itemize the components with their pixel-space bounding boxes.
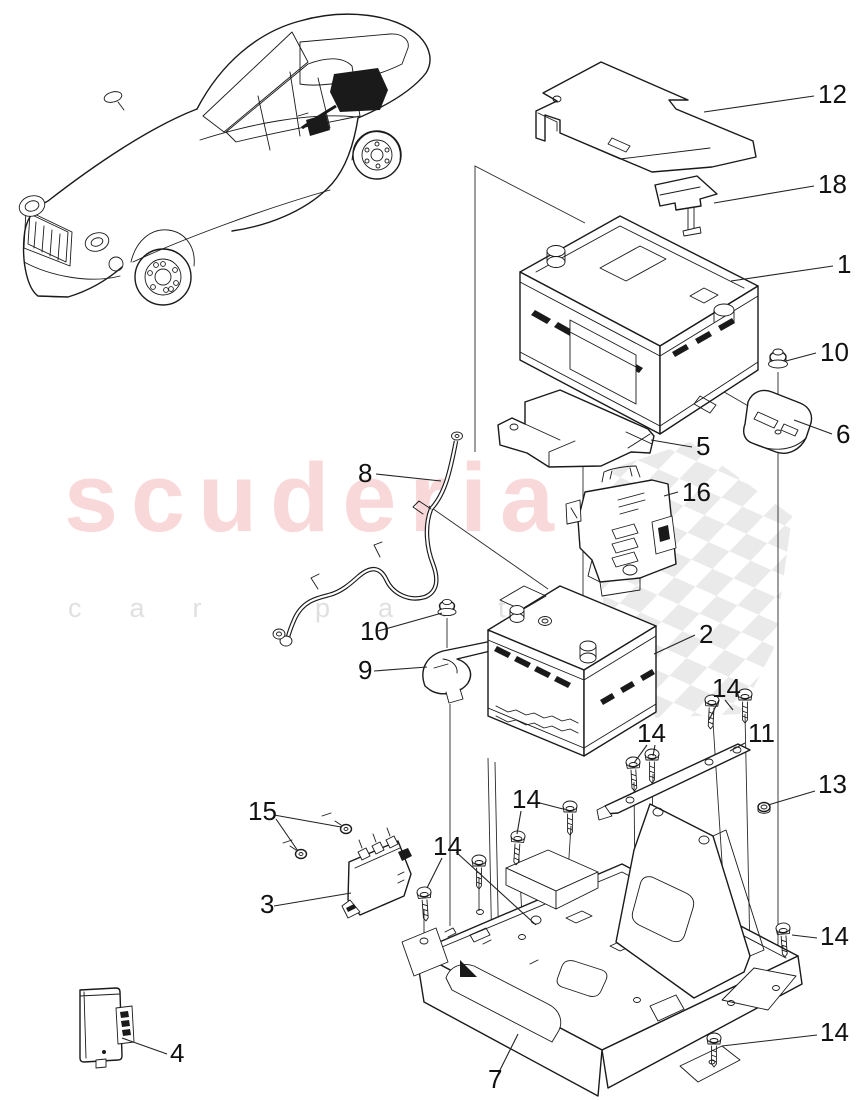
- part-1-battery: [519, 215, 759, 435]
- leader-line-14: [708, 699, 720, 721]
- leader-line-3: [273, 892, 352, 907]
- callout-label-4: 4: [170, 1038, 184, 1068]
- callout-label-5: 5: [696, 431, 710, 461]
- leader-line-15: [273, 814, 342, 828]
- leader-line-6: [793, 419, 833, 435]
- leader-line-8: [375, 473, 442, 482]
- part-7-battery-tray: [401, 803, 803, 1097]
- bolt-10-middle: [437, 598, 457, 617]
- part-3-control-module: [341, 827, 412, 919]
- leader-line-14: [721, 1034, 818, 1047]
- screws-14: [416, 688, 791, 1068]
- callout-label-2: 2: [699, 619, 713, 649]
- callout-label-16: 16: [682, 477, 711, 507]
- callout-label-10: 10: [820, 337, 849, 367]
- leader-line-10: [785, 352, 817, 362]
- leader-line-11: [729, 742, 746, 752]
- battery-location-highlight: [330, 68, 388, 112]
- part-11-strap: [596, 743, 751, 821]
- callout-label-14: 14: [433, 831, 462, 861]
- callout-label-3: 3: [260, 889, 274, 919]
- leader-line-14: [724, 699, 734, 711]
- callout-label-14: 14: [712, 673, 741, 703]
- leader-line-9: [373, 666, 428, 672]
- leader-line-16: [663, 491, 679, 497]
- part-4-control-unit: [79, 987, 135, 1069]
- callout-label-11: 11: [748, 718, 775, 748]
- callout-label-10: 10: [360, 616, 389, 646]
- leader-line-14: [426, 857, 443, 889]
- part-12-cover-plate: [535, 61, 757, 173]
- bolt-10-top: [768, 348, 788, 369]
- callout-label-6: 6: [836, 419, 850, 449]
- leader-line-10: [377, 612, 443, 632]
- callout-label-15: 15: [248, 796, 277, 826]
- leader-line-2: [653, 634, 696, 655]
- car-illustration: [18, 13, 431, 306]
- callout-label-14: 14: [820, 921, 849, 951]
- callout-label-13: 13: [818, 769, 847, 799]
- part-6-clamp-bracket: [743, 389, 813, 454]
- part-2-battery: [487, 585, 657, 757]
- part-16-fuse-holder: [565, 465, 677, 597]
- callout-label-8: 8: [358, 458, 372, 488]
- leader-line-4: [121, 1037, 168, 1055]
- part-15-clips: [282, 812, 353, 860]
- leader-line-12: [703, 95, 815, 113]
- watermark-tagline-car: car: [68, 593, 250, 623]
- callout-label-18: 18: [818, 169, 847, 199]
- leader-line-15: [275, 818, 299, 852]
- leader-line-14: [652, 744, 656, 757]
- part-9-terminal-bracket: [422, 640, 504, 704]
- leader-line-7: [495, 1033, 519, 1079]
- leader-line-14: [535, 801, 564, 810]
- callout-label-7: 7: [488, 1064, 502, 1094]
- callout-label-14: 14: [820, 1017, 849, 1047]
- callout-label-14: 14: [637, 718, 666, 748]
- callout-label-1: 1: [837, 249, 851, 279]
- part-5-cover-plate: [497, 389, 655, 468]
- watermark-brand-text: scuderia: [64, 443, 555, 552]
- leader-line-5: [650, 439, 693, 448]
- part-13-nut: [757, 801, 771, 814]
- leader-line-14: [633, 744, 648, 764]
- callout-label-14: 14: [512, 784, 541, 814]
- leader-line-14: [791, 934, 818, 939]
- callout-label-12: 12: [818, 79, 847, 109]
- leader-line-1: [730, 265, 834, 282]
- part-18-bracket: [654, 175, 718, 237]
- leader-line-13: [767, 790, 816, 806]
- callout-label-9: 9: [358, 655, 372, 685]
- part-8-battery-cable: [272, 431, 463, 647]
- leader-line-18: [713, 185, 815, 204]
- leader-line-14: [455, 851, 537, 926]
- leader-line-14: [516, 810, 522, 835]
